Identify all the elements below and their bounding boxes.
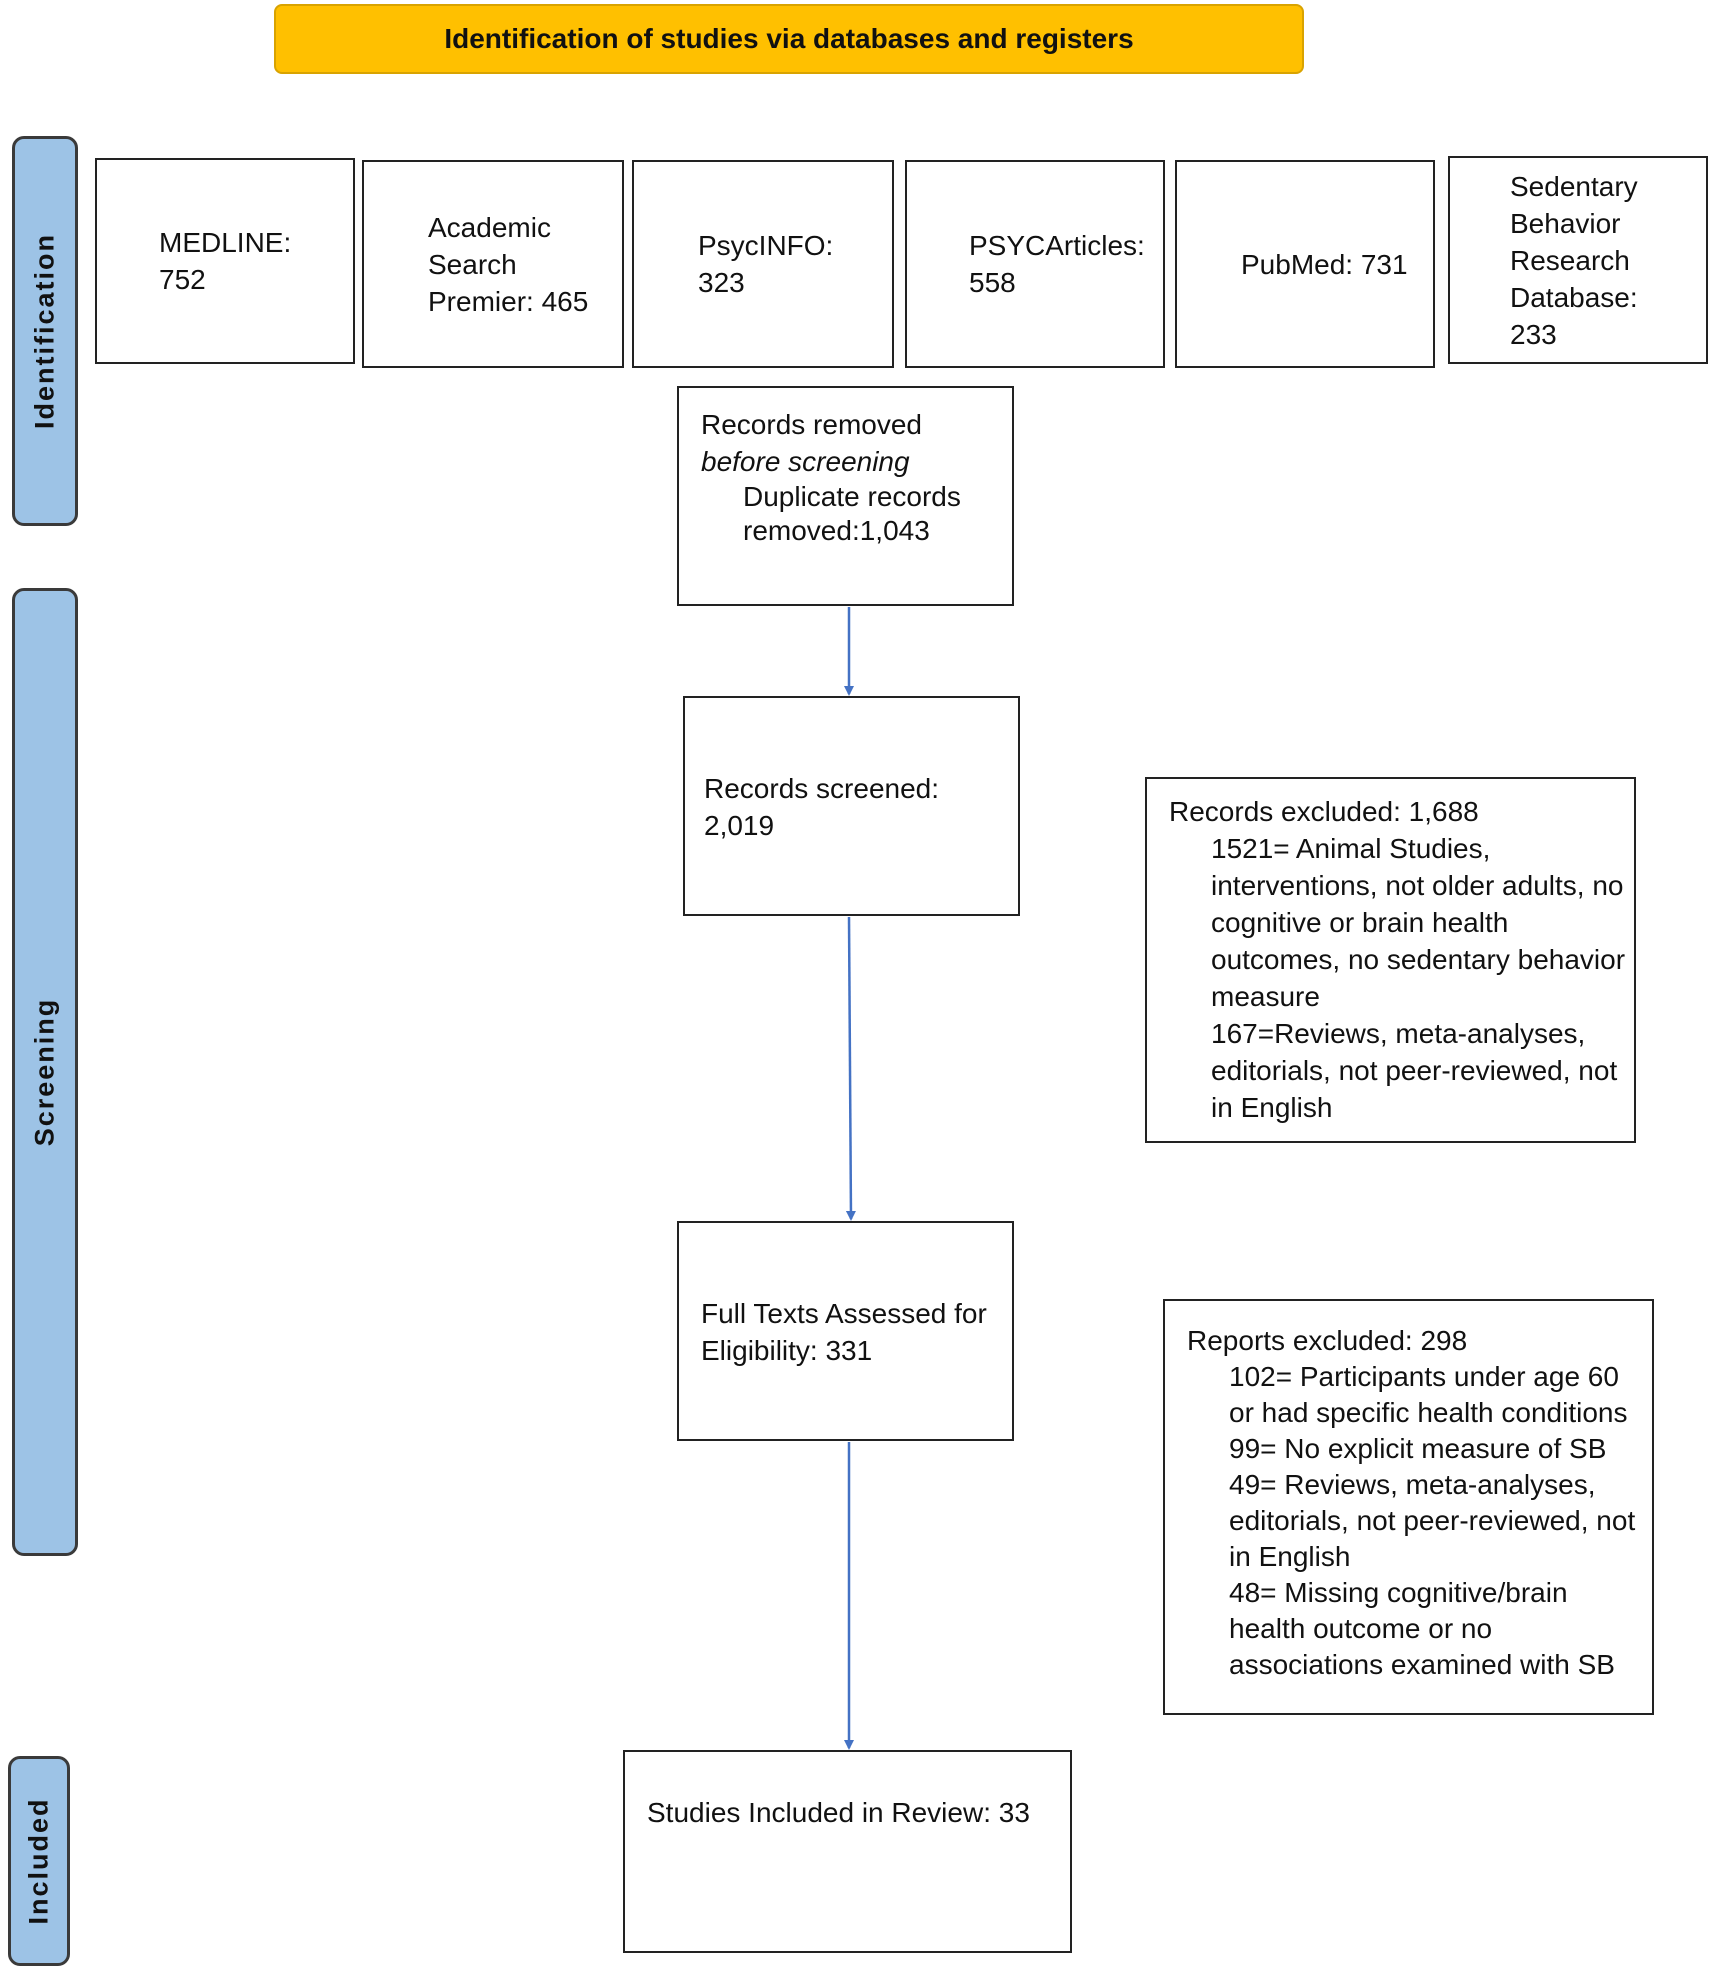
reports-excluded-reason-missing-outcome: 48= Missing cognitive/brain health outco…	[1229, 1577, 1615, 1680]
studies-included-box: Studies Included in Review: 33	[623, 1750, 1072, 1953]
records-removed-subtitle: before screening	[701, 446, 910, 477]
records-excluded-title: Records excluded: 1,688	[1169, 796, 1479, 827]
arrow-screened-to-full-texts	[845, 916, 856, 1221]
source-label-psycinfo: PsycINFO: 323	[698, 230, 834, 298]
source-box-psycarticles: PSYCArticles: 558	[905, 160, 1165, 368]
full-texts-box: Full Texts Assessed for Eligibility: 331	[677, 1221, 1014, 1441]
source-label-medline: MEDLINE: 752	[159, 227, 292, 295]
records-removed-box: Records removed before screening Duplica…	[677, 386, 1014, 606]
source-label-academic-search-premier: Academic Search Premier: 465	[428, 211, 589, 317]
studies-included-text: Studies Included in Review: 33	[647, 1797, 1030, 1828]
records-screened-box: Records screened: 2,019	[683, 696, 1020, 916]
full-texts-text: Full Texts Assessed for Eligibility: 331	[701, 1298, 987, 1366]
source-box-medline: MEDLINE: 752	[95, 158, 355, 364]
records-screened-text: Records screened: 2,019	[704, 773, 940, 841]
source-box-psycinfo: PsycINFO: 323	[632, 160, 894, 368]
reports-excluded-reason-no-sb-measure: 99= No explicit measure of SB	[1229, 1433, 1607, 1464]
reports-excluded-reason-reviews: 49= Reviews, meta-analyses, editorials, …	[1229, 1469, 1636, 1572]
reports-excluded-box: Reports excluded: 298 102= Participants …	[1163, 1299, 1654, 1715]
phase-identification: Identification	[12, 136, 78, 526]
source-box-sedentary-behavior-research-database: Sedentary Behavior Research Database: 23…	[1448, 156, 1708, 364]
source-label-pubmed: PubMed: 731	[1241, 248, 1408, 280]
source-box-academic-search-premier: Academic Search Premier: 465	[362, 160, 624, 368]
records-excluded-reason-animal-studies: 1521= Animal Studies, interventions, not…	[1211, 833, 1626, 1012]
diagram-title: Identification of studies via databases …	[274, 4, 1304, 74]
records-excluded-reason-reviews: 167=Reviews, meta-analyses, editorials, …	[1211, 1018, 1618, 1123]
source-label-psycarticles: PSYCArticles: 558	[969, 230, 1145, 298]
records-removed-detail: Duplicate records removed:1,043	[743, 481, 961, 546]
reports-excluded-title: Reports excluded: 298	[1187, 1325, 1468, 1356]
source-label-sedentary-behavior-research-database: Sedentary Behavior Research Database: 23…	[1510, 170, 1638, 350]
reports-excluded-reason-age: 102= Participants under age 60 or had sp…	[1229, 1361, 1628, 1428]
phase-included: Included	[8, 1756, 70, 1966]
records-excluded-box: Records excluded: 1,688 1521= Animal Stu…	[1145, 777, 1636, 1143]
records-removed-title: Records removed	[701, 409, 922, 440]
source-box-pubmed: PubMed: 731	[1175, 160, 1435, 368]
phase-screening: Screening	[12, 588, 78, 1556]
